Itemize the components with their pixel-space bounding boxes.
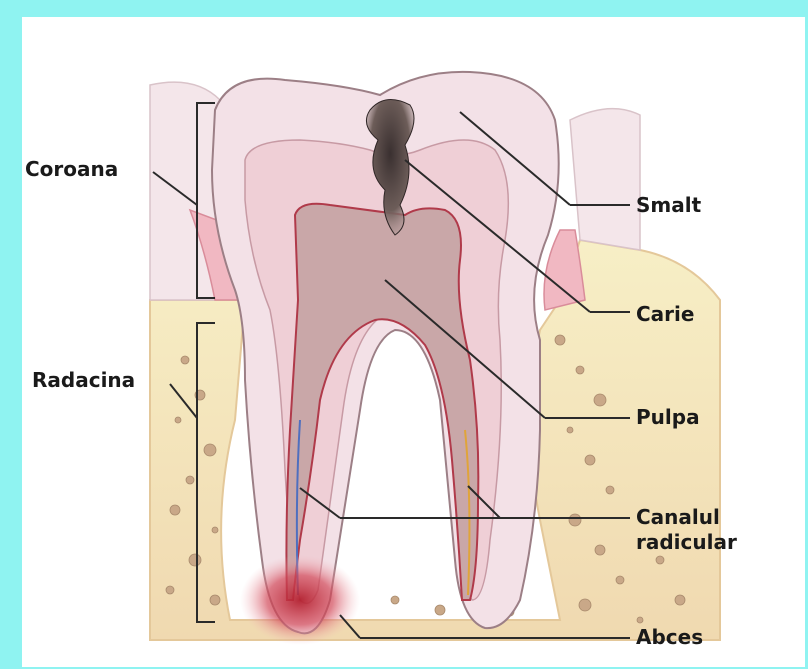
- label-canalul: Canalul radicular: [636, 505, 737, 555]
- label-pulpa: Pulpa: [636, 405, 700, 429]
- label-radacina: Radacina: [32, 368, 135, 392]
- abscess: [240, 555, 360, 645]
- label-smalt: Smalt: [636, 193, 701, 217]
- label-canalul-line1: Canalul: [636, 505, 737, 530]
- label-canalul-line2: radicular: [636, 530, 737, 555]
- label-abces: Abces: [636, 625, 703, 649]
- right-neighbor-tooth: [570, 109, 640, 250]
- label-coroana: Coroana: [25, 157, 118, 181]
- label-carie: Carie: [636, 302, 694, 326]
